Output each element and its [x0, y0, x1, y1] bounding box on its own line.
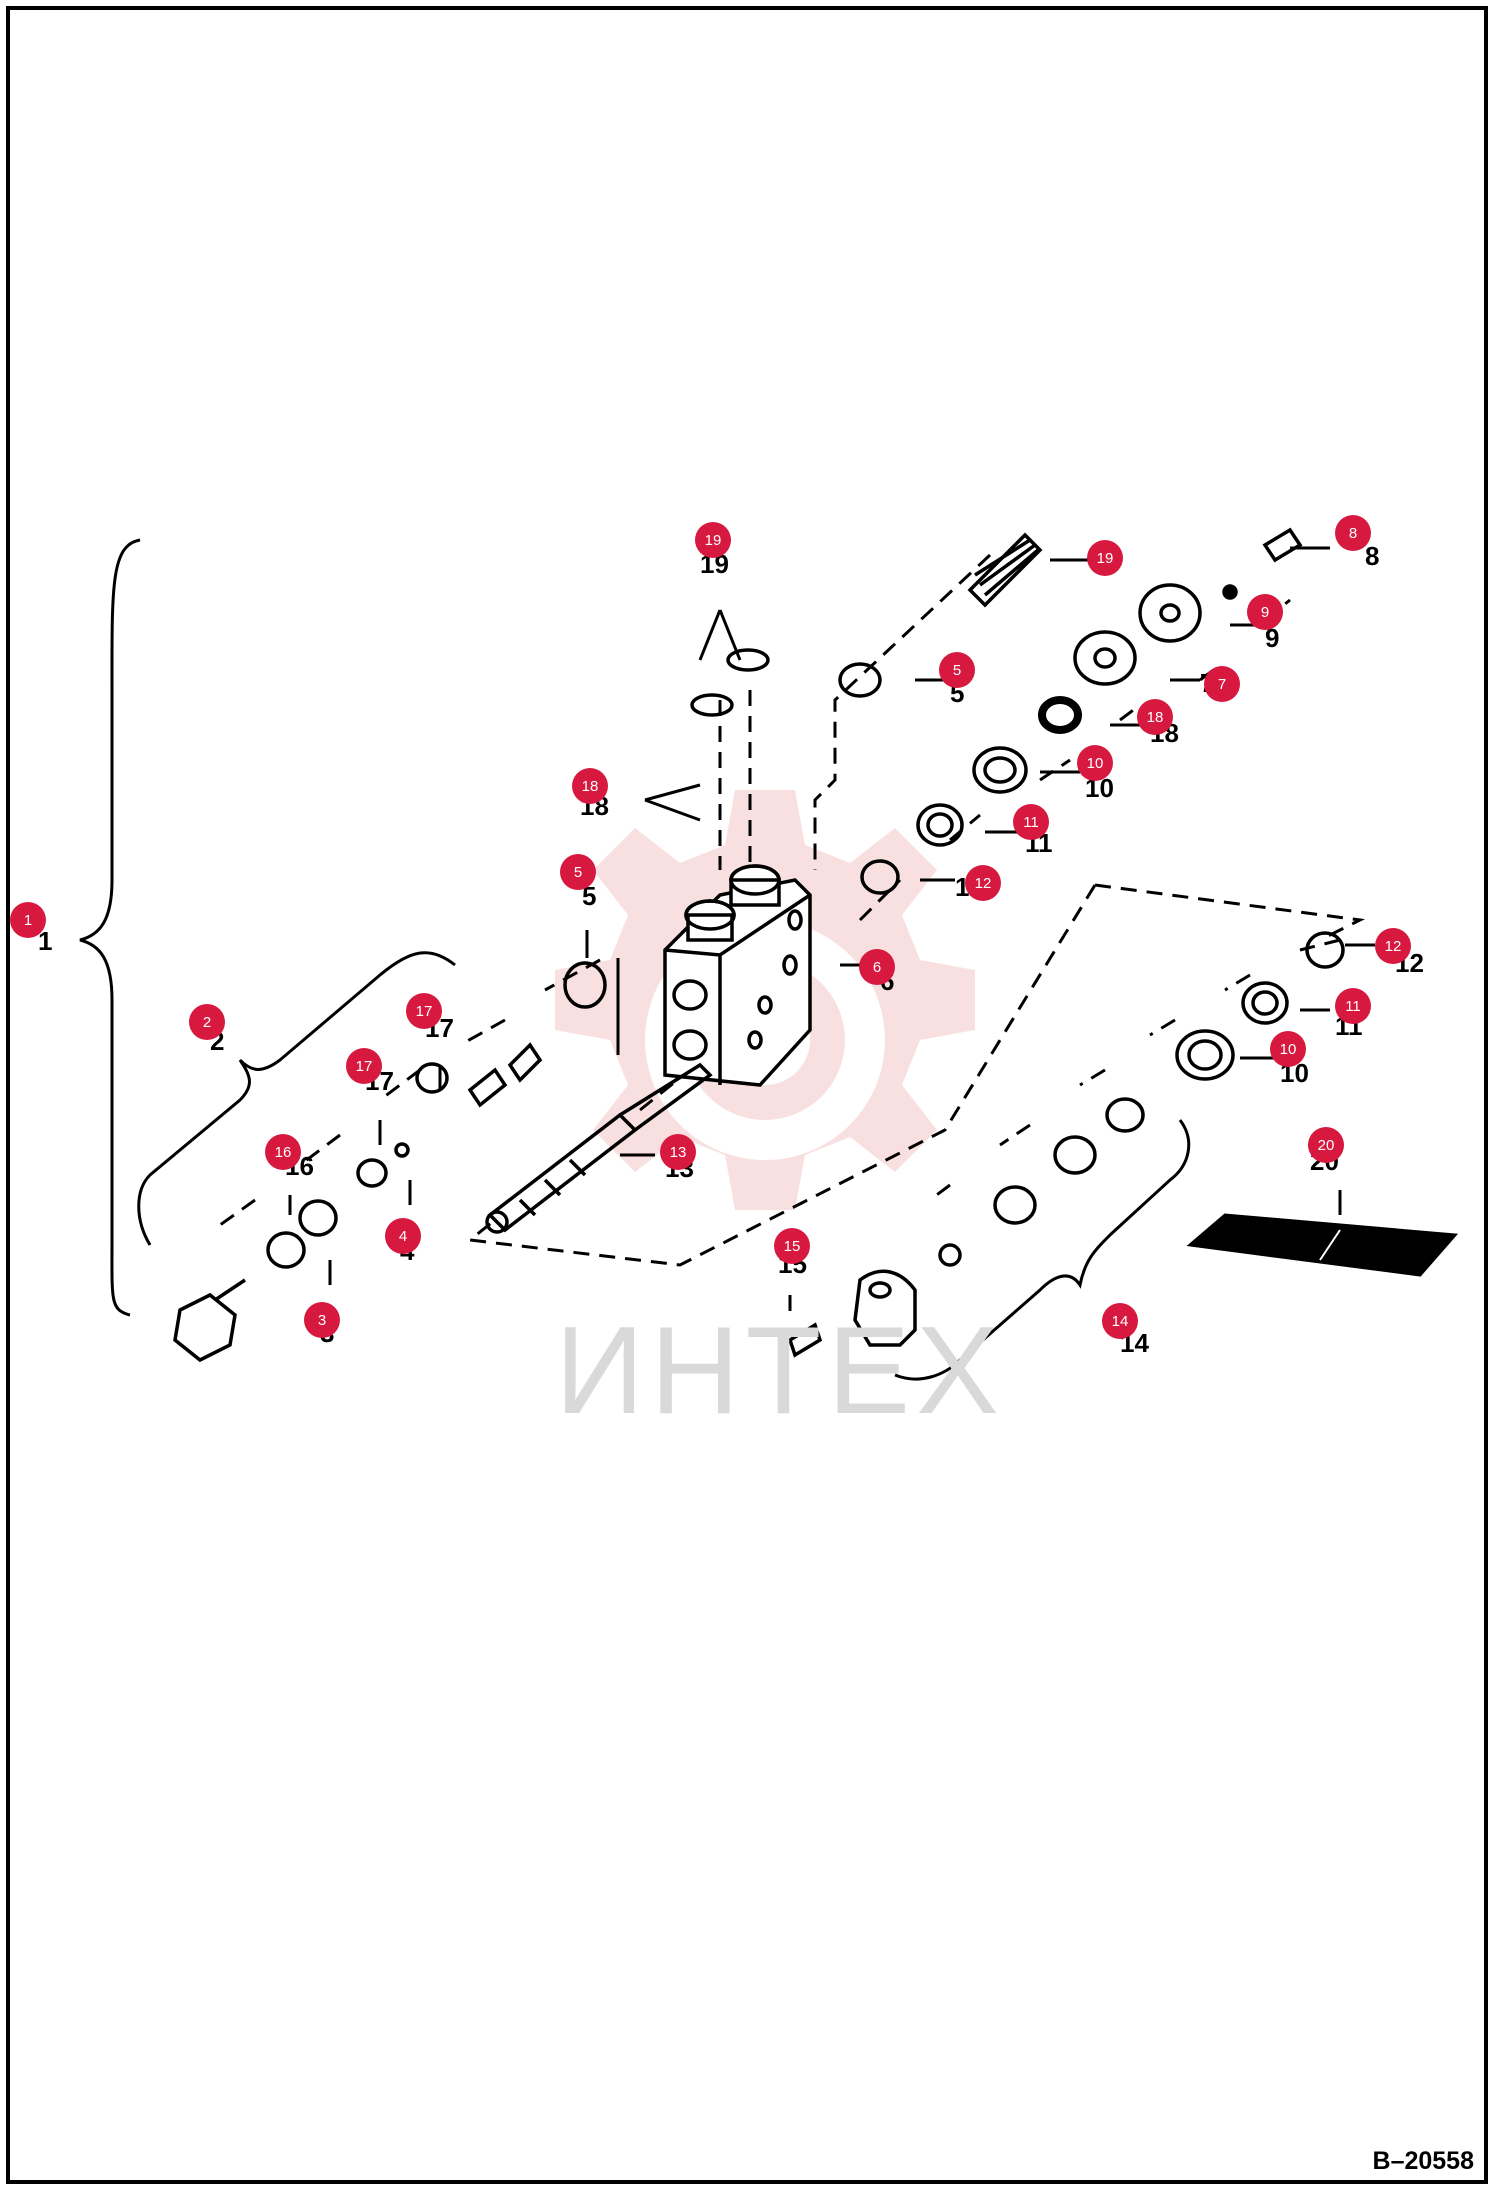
callout-19a[interactable]: 19 [695, 522, 731, 558]
svg-text:9: 9 [1265, 623, 1279, 653]
dash-vert-19 [718, 690, 752, 870]
callout-12a[interactable]: 12 [965, 865, 1001, 901]
callout-3[interactable]: 3 [304, 1302, 340, 1338]
callout-5a[interactable]: 5 [560, 854, 596, 890]
callout-2[interactable]: 2 [189, 1004, 225, 1040]
callout-7[interactable]: 7 [1204, 666, 1240, 702]
callout-5b[interactable]: 5 [939, 652, 975, 688]
callout-16[interactable]: 16 [265, 1134, 301, 1170]
callout-18b[interactable]: 18 [1137, 699, 1173, 735]
upper-right-parts [690, 527, 1303, 895]
svg-text:8: 8 [1365, 541, 1379, 571]
spool [485, 1062, 713, 1234]
dash-axis-left [219, 958, 601, 1227]
valve-body [663, 864, 812, 1087]
callout-17a[interactable]: 17 [406, 993, 442, 1029]
callout-11a[interactable]: 11 [1013, 804, 1049, 840]
svg-text:5: 5 [582, 881, 596, 911]
callout-17b[interactable]: 17 [346, 1048, 382, 1084]
dash-lower-box [466, 884, 1097, 1267]
callout-1[interactable]: 1 [10, 902, 46, 938]
callout-10a[interactable]: 10 [1077, 745, 1113, 781]
callout-9[interactable]: 9 [1247, 594, 1283, 630]
callout-6[interactable]: 6 [859, 949, 895, 985]
callout-19b[interactable]: 19 [1087, 540, 1123, 576]
watermark-text: ИНТЕХ [555, 1302, 1005, 1440]
brace-1 [79, 538, 141, 1317]
drawing-code: B–20558 [1372, 2147, 1474, 2175]
decal [1186, 1213, 1459, 1277]
brace-14 [894, 1119, 1191, 1381]
dash-top [813, 553, 992, 870]
brace-2 [137, 951, 456, 1246]
callout-4[interactable]: 4 [385, 1218, 421, 1254]
lower-right-parts [787, 931, 1345, 1358]
callout-12b[interactable]: 12 [1375, 928, 1411, 964]
callout-14[interactable]: 14 [1102, 1303, 1138, 1339]
callout-20[interactable]: 20 [1308, 1127, 1344, 1163]
callout-11b[interactable]: 11 [1335, 988, 1371, 1024]
callout-18a[interactable]: 18 [572, 768, 608, 804]
left-parts [173, 961, 607, 1363]
callout-8[interactable]: 8 [1335, 515, 1371, 551]
callout-13[interactable]: 13 [660, 1134, 696, 1170]
callout-15[interactable]: 15 [774, 1228, 810, 1264]
dash-upper-axis [858, 598, 1291, 922]
svg-text:1: 1 [38, 926, 52, 956]
callout-10b[interactable]: 10 [1270, 1031, 1306, 1067]
dash-axis-right [929, 938, 1341, 1202]
